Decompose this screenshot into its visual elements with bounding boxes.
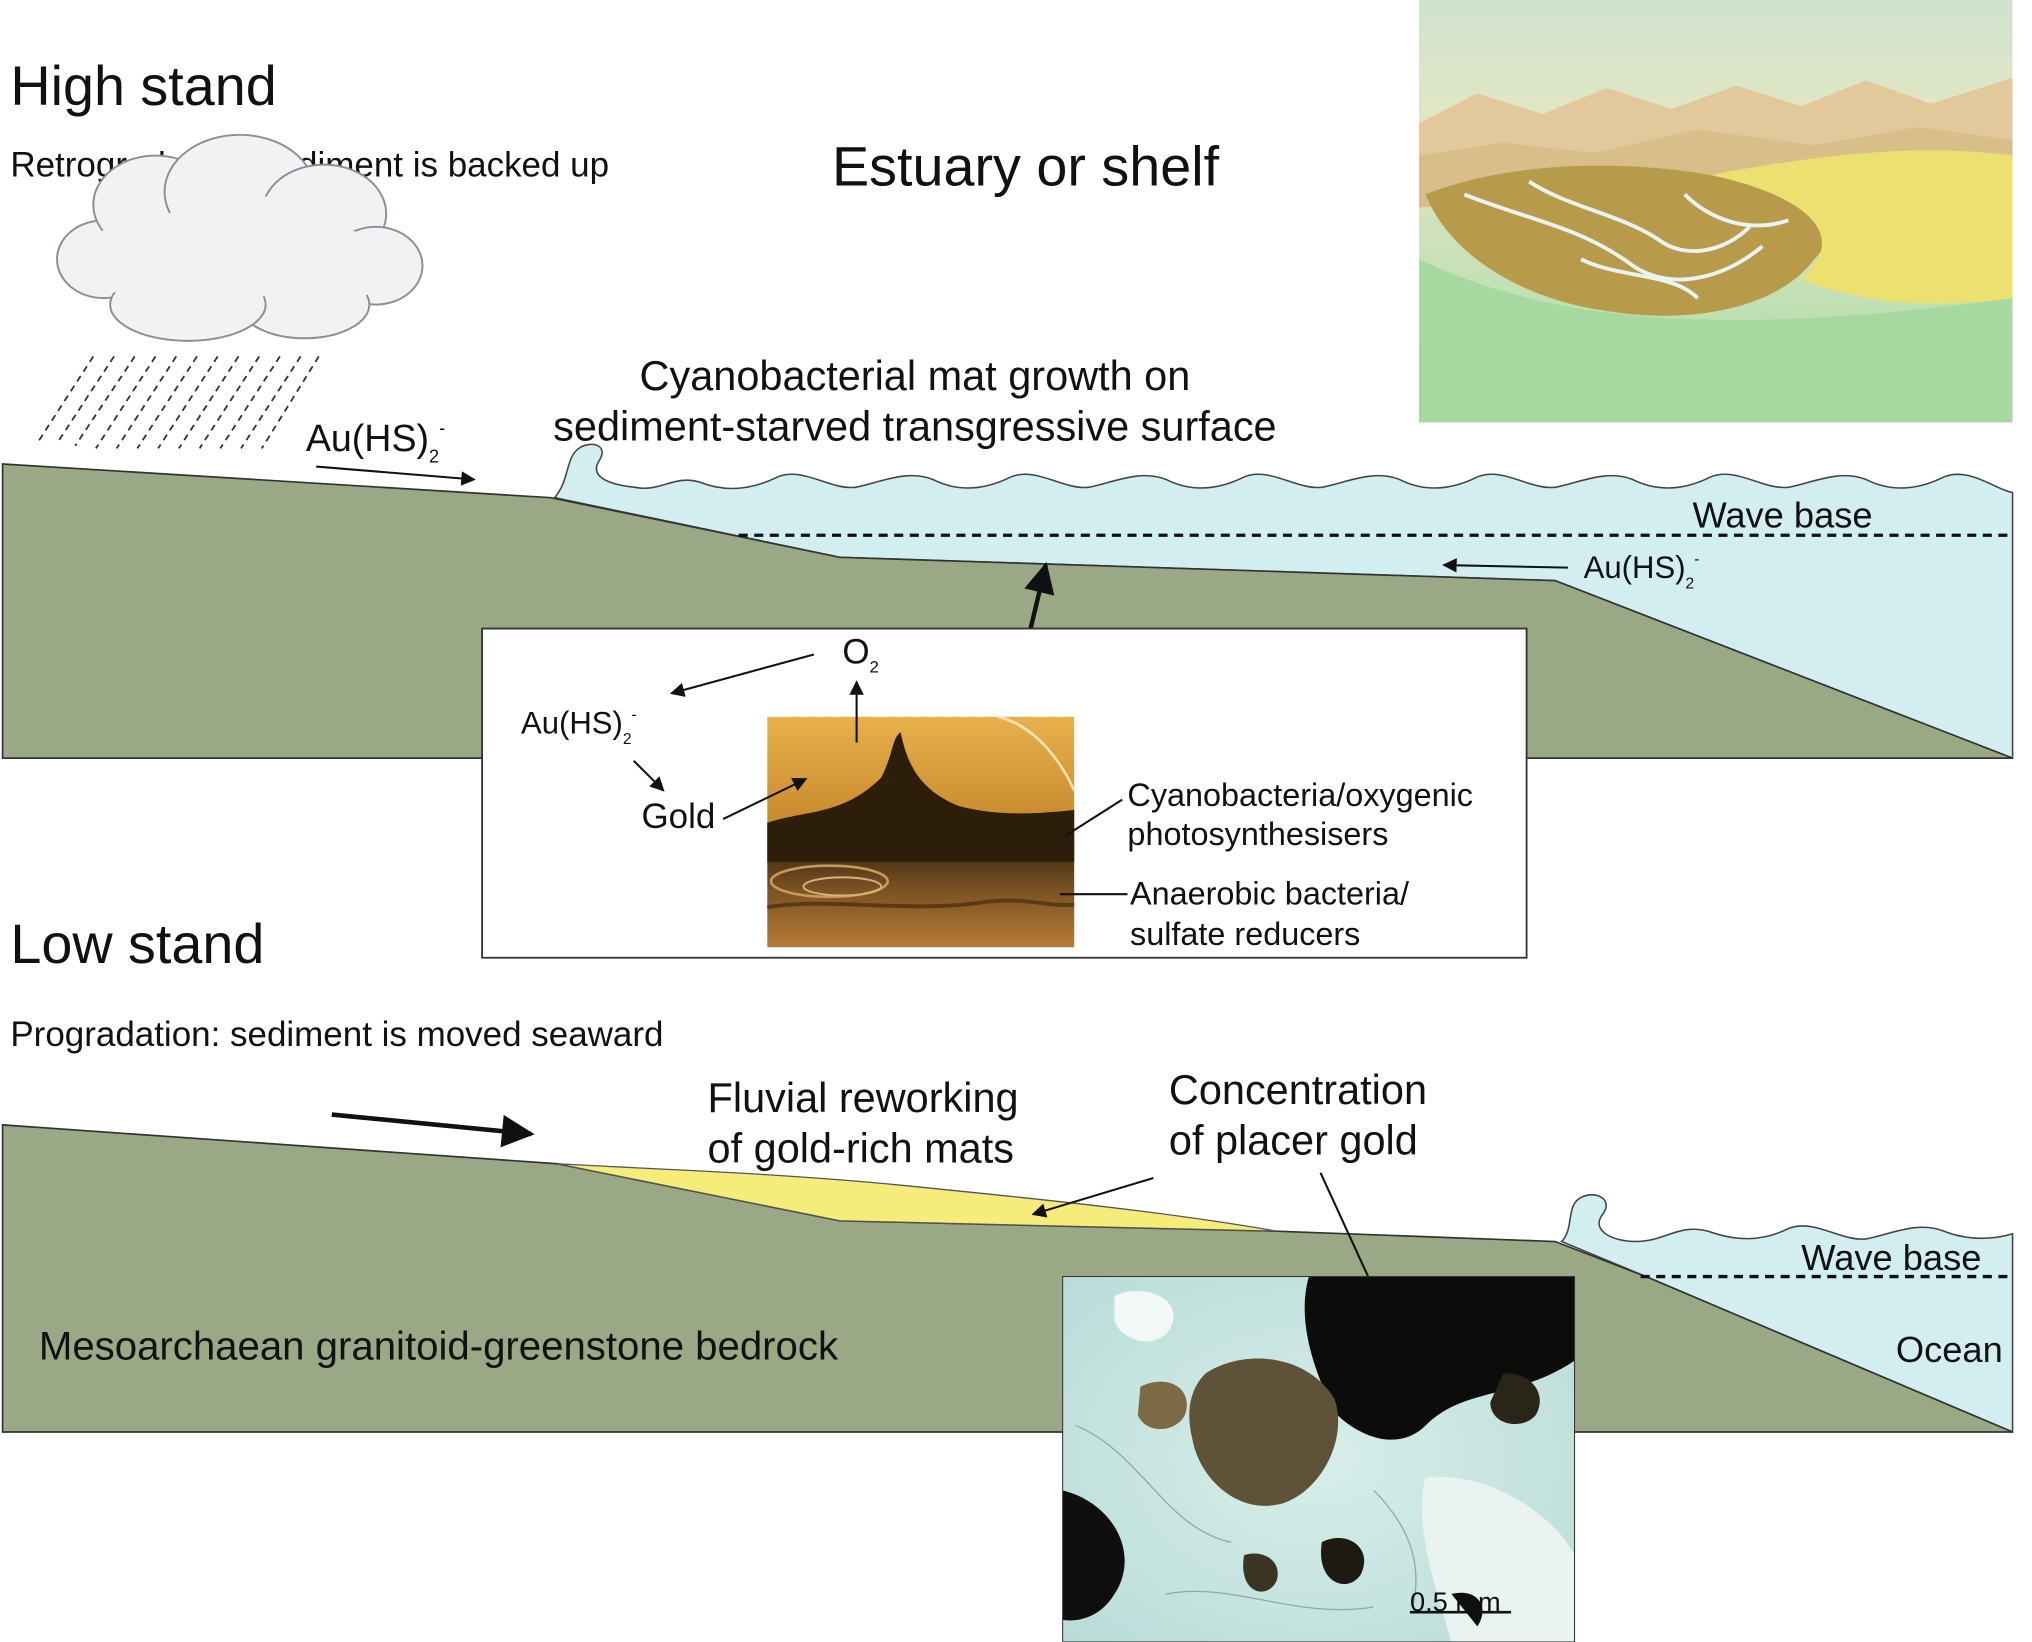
cyano-label-line1: Cyanobacteria/oxygenic (1127, 777, 1473, 813)
scale-bar-label: 0.5 mm (1410, 1586, 1501, 1617)
wave-base-label-low: Wave base (1801, 1237, 1981, 1278)
placer-deposit (557, 1163, 1277, 1232)
bedrock-label: Mesoarchaean granitoid-greenstone bedroc… (39, 1323, 839, 1368)
wave-base-label-high: Wave base (1692, 494, 1872, 535)
transport-arrow-right (1442, 558, 1569, 573)
complex-label-right: Au(HS)2- (1584, 550, 1700, 592)
transport-arrow-left (316, 465, 476, 486)
rain-icon (38, 355, 320, 449)
cyano-leader-line (1064, 798, 1123, 837)
cloud-icon (56, 133, 424, 342)
mat-photo (767, 716, 1075, 948)
seaward-transport-arrow (331, 1112, 535, 1148)
fluvial-label-line2: of gold-rich mats (708, 1124, 1014, 1171)
oxygen-to-complex-arrow (669, 653, 815, 697)
setting-label: Estuary or shelf (832, 135, 1220, 197)
complex-to-gold-arrow (632, 760, 665, 792)
inset-complex-label: Au(HS)2- (521, 706, 637, 748)
cyano-label-line2: photosynthesisers (1127, 816, 1388, 852)
gold-label: Gold (641, 797, 715, 836)
mat-caption-line1: Cyanobacterial mat growth on (640, 352, 1191, 399)
low-stand-title: Low stand (10, 913, 264, 975)
placer-micrograph (1062, 1276, 1575, 1642)
mat-caption-line2: sediment-starved transgressive surface (553, 403, 1276, 450)
high-stand-title: High stand (10, 55, 276, 117)
low-stand-subtitle: Progradation: sediment is moved seaward (10, 1015, 663, 1054)
sea-water-high (553, 443, 2014, 760)
sea-water-low (1560, 1194, 2014, 1434)
placer-label-line1: Concentration (1169, 1066, 1427, 1113)
fluvial-pointer-arrow (1031, 1177, 1154, 1218)
estuary-painting (1419, 0, 2013, 423)
placer-label-line2: of placer gold (1169, 1117, 1418, 1164)
oxygen-label: O2 (842, 633, 879, 677)
placer-leader-line (1319, 1172, 1373, 1284)
inset-pointer-arrow (1024, 562, 1055, 631)
gold-pointer-arrow (722, 777, 808, 820)
ocean-label: Ocean (1896, 1329, 2003, 1370)
low-stand-panel: Low stand Progradation: sediment is move… (1, 913, 2014, 1642)
mat-inset: O2 Au(HS)2- Gold Cyanobacteria/oxygenic … (481, 627, 1528, 959)
anaerobic-label-line1: Anaerobic bacteria/ (1130, 876, 1409, 912)
complex-label-left: Au(HS)2- (306, 417, 445, 467)
anaerobic-label-line2: sulfate reducers (1130, 916, 1360, 952)
fluvial-label-line1: Fluvial reworking (708, 1074, 1019, 1121)
